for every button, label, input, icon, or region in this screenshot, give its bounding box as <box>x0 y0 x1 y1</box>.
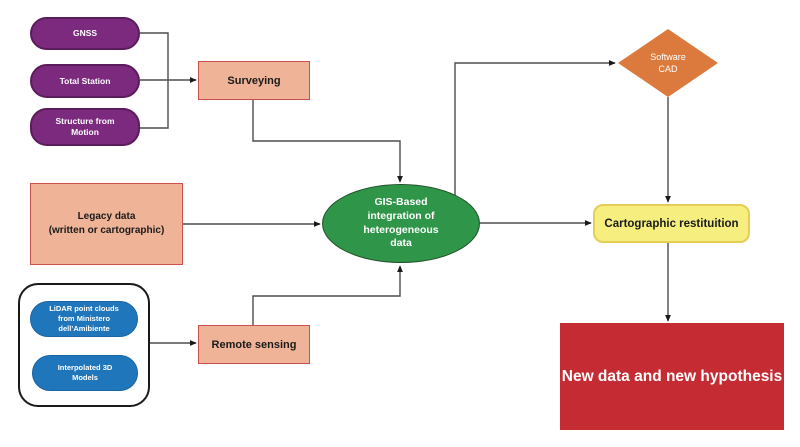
node-structure-from-motion: Structure from Motion <box>30 108 140 146</box>
node-legacy-data-label: Legacy data (written or cartographic) <box>48 210 165 237</box>
node-surveying: Surveying <box>198 61 310 100</box>
node-cartographic-restituition: Cartographic restituition <box>593 204 750 243</box>
node-gnss-label: GNSS <box>72 28 98 39</box>
node-interpolated-3d-models: Interpolated 3D Models <box>32 355 138 391</box>
node-cartographic-restituition-label: Cartographic restituition <box>604 217 739 230</box>
node-remote-sensing-label: Remote sensing <box>211 338 297 351</box>
node-interpolated-3d-models-label: Interpolated 3D Models <box>57 363 113 382</box>
connector-gis-to-cad <box>454 60 616 196</box>
node-lidar-point-clouds-label: LiDAR point clouds from Ministero dell’A… <box>49 304 119 333</box>
node-gis-integration: GIS-Based integration of heterogeneous d… <box>322 184 480 263</box>
node-legacy-data: Legacy data (written or cartographic) <box>30 183 183 265</box>
node-new-data-hypothesis: New data and new hypothesis <box>560 323 784 430</box>
node-gis-integration-label: GIS-Based integration of heterogeneous d… <box>363 195 439 250</box>
node-structure-from-motion-label: Structure from Motion <box>55 116 115 137</box>
node-gnss: GNSS <box>30 17 140 50</box>
node-new-data-hypothesis-label: New data and new hypothesis <box>561 367 783 385</box>
connector-remote-to-gis <box>252 265 403 325</box>
node-total-station-label: Total Station <box>59 75 111 86</box>
node-software-cad-label: Software CAD <box>650 51 686 74</box>
connector-surveying-to-gis <box>252 100 403 183</box>
node-remote-sensing: Remote sensing <box>198 325 310 364</box>
node-lidar-point-clouds: LiDAR point clouds from Ministero dell’A… <box>30 301 138 337</box>
node-surveying-label: Surveying <box>227 74 281 87</box>
node-total-station: Total Station <box>30 64 140 98</box>
